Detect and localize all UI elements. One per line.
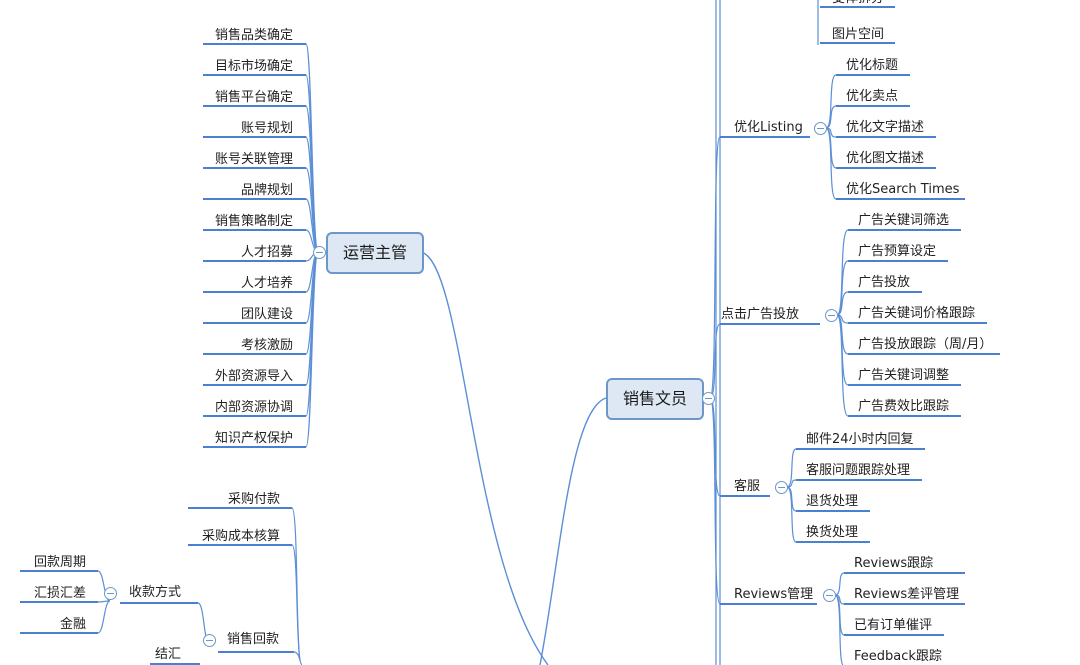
ops-leaf[interactable]: 销售策略制定 — [214, 214, 293, 229]
connector — [293, 651, 303, 665]
ops-leaf[interactable]: 目标市场确定 — [214, 59, 293, 74]
collection-label[interactable]: 收款方式 — [129, 585, 182, 600]
ops-manager-node[interactable]: 运营主管 — [326, 232, 424, 274]
connector — [825, 74, 837, 129]
connector — [97, 600, 111, 634]
sales-return-label[interactable]: 销售回款 — [227, 632, 280, 647]
finance-leaf[interactable]: 采购付款 — [227, 492, 280, 507]
ops-leaf[interactable]: 考核激励 — [240, 338, 293, 353]
ops-leaf[interactable]: 账号关联管理 — [214, 152, 293, 167]
sales-leaf[interactable]: 广告费效比跟踪 — [858, 399, 950, 414]
sales-group-label[interactable]: 点击广告投放 — [721, 307, 800, 322]
connector — [305, 251, 319, 448]
connector — [291, 544, 301, 661]
sales-leaf[interactable]: 广告投放 — [858, 275, 911, 290]
main-connector — [539, 397, 607, 665]
sales-leaf[interactable]: 优化图文描述 — [846, 151, 925, 166]
sales-collapse-icon[interactable] — [702, 392, 715, 405]
sales-leaf[interactable]: 退货处理 — [806, 494, 859, 509]
settlement-label[interactable]: 结汇 — [155, 647, 182, 662]
ops-leaf[interactable]: 销售平台确定 — [214, 90, 293, 105]
connector — [709, 397, 721, 605]
ops-leaf[interactable]: 团队建设 — [240, 307, 293, 322]
connector — [97, 570, 111, 602]
connector — [836, 314, 849, 417]
mind-map-leaf[interactable]: 图片空间 — [832, 27, 885, 42]
group-collapse-icon[interactable] — [825, 309, 838, 322]
sales-leaf[interactable]: 广告关键词价格跟踪 — [858, 306, 976, 321]
connector — [825, 127, 837, 200]
sales-group-label[interactable]: Reviews管理 — [734, 587, 814, 602]
ops-leaf[interactable]: 账号规划 — [240, 121, 293, 136]
connector — [836, 291, 849, 316]
sales-leaf[interactable]: Reviews跟踪 — [854, 556, 934, 571]
sales-leaf[interactable]: 广告关键词筛选 — [858, 213, 950, 228]
mind-map-leaf[interactable]: 变体拆分 — [832, 0, 884, 7]
ops-leaf[interactable]: 外部资源导入 — [214, 369, 293, 384]
sales-leaf[interactable]: 换货处理 — [806, 525, 859, 540]
connector — [709, 323, 721, 399]
ops-collapse-icon[interactable] — [313, 246, 326, 259]
ops-leaf[interactable]: 人才招募 — [240, 245, 293, 260]
connector — [834, 594, 844, 665]
connector — [825, 105, 837, 129]
connector — [786, 486, 797, 543]
ops-leaf[interactable]: 销售品类确定 — [214, 28, 293, 43]
ops-leaf[interactable]: 人才培养 — [240, 276, 293, 291]
connector — [786, 448, 797, 488]
sales-group-label[interactable]: 客服 — [734, 479, 761, 494]
sales-leaf[interactable]: 已有订单催评 — [854, 618, 933, 633]
collection-leaf[interactable]: 回款周期 — [33, 555, 86, 570]
sales-leaf[interactable]: 客服问题跟踪处理 — [806, 463, 911, 478]
collection-leaf[interactable]: 汇损汇差 — [33, 586, 86, 601]
group-collapse-icon[interactable] — [814, 122, 827, 135]
sales-leaf[interactable]: 优化卖点 — [846, 89, 899, 104]
sales-return-collapse-icon[interactable] — [203, 634, 216, 647]
collection-collapse-icon[interactable] — [104, 587, 117, 600]
sales-leaf[interactable]: Reviews差评管理 — [854, 587, 960, 602]
connector — [709, 136, 721, 399]
sales-leaf[interactable]: 广告关键词调整 — [858, 368, 950, 383]
sales-group-label[interactable]: 优化Listing — [734, 120, 803, 135]
sales-leaf[interactable]: 优化文字描述 — [846, 120, 925, 135]
ops-leaf[interactable]: 内部资源协调 — [214, 400, 293, 415]
connector — [836, 260, 849, 316]
sales-leaf[interactable]: 优化标题 — [846, 58, 899, 73]
sales-leaf[interactable]: 广告投放跟踪（周/月） — [858, 337, 993, 352]
sales-leaf[interactable]: Feedback跟踪 — [854, 649, 942, 664]
ops-leaf[interactable]: 品牌规划 — [240, 183, 293, 198]
sales-clerk-node[interactable]: 销售文员 — [606, 378, 704, 420]
sales-leaf[interactable]: 邮件24小时内回复 — [806, 432, 914, 447]
group-collapse-icon[interactable] — [775, 481, 788, 494]
finance-leaf[interactable]: 采购成本核算 — [201, 529, 280, 544]
sales-leaf[interactable]: 广告预算设定 — [858, 244, 937, 259]
sales-leaf[interactable]: 优化Search Times — [846, 182, 960, 197]
ops-leaf[interactable]: 知识产权保护 — [214, 431, 293, 446]
main-connector — [420, 251, 549, 665]
group-collapse-icon[interactable] — [823, 589, 836, 602]
collection-leaf[interactable]: 金融 — [59, 617, 86, 632]
connector — [834, 572, 845, 596]
